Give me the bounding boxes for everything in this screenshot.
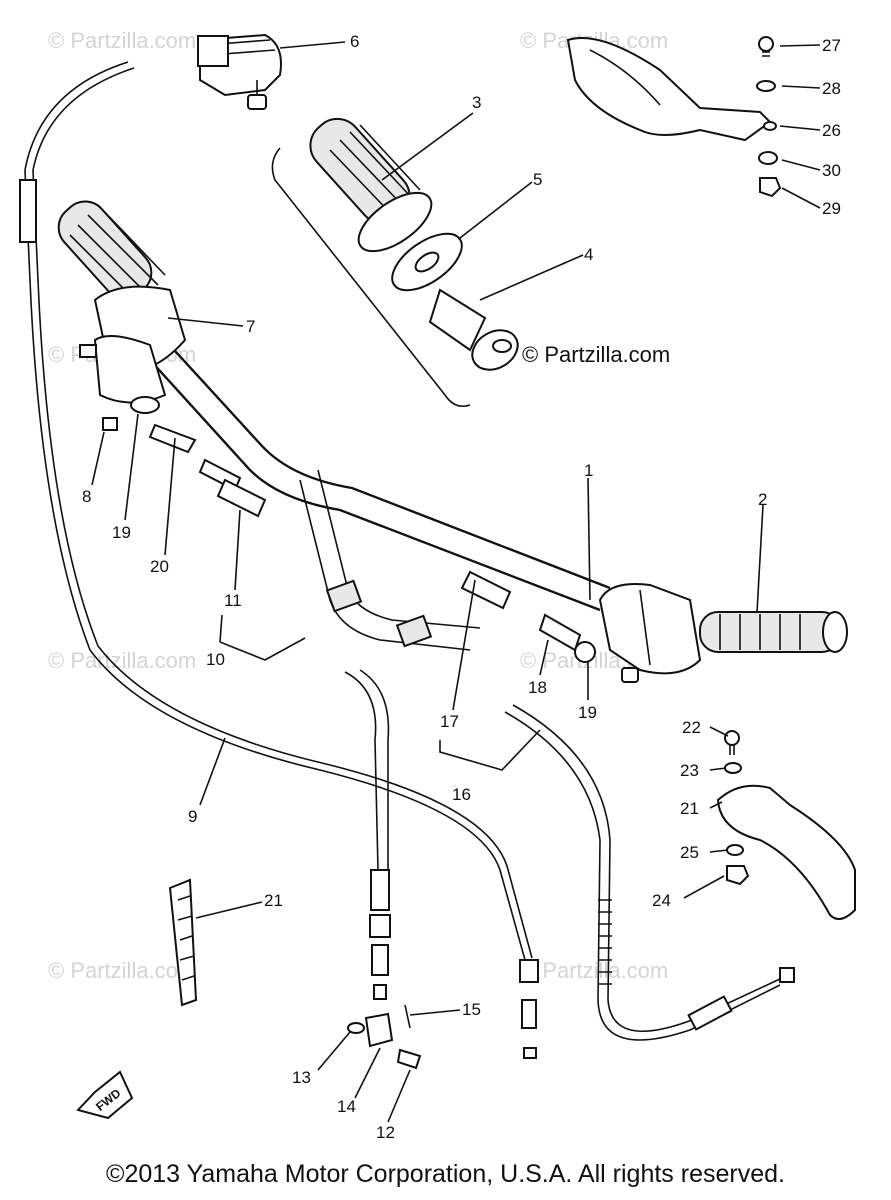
- lower-lever-assembly: [716, 730, 856, 920]
- watermark: © Partzilla.com: [48, 648, 196, 673]
- callout-2: 2: [758, 490, 767, 509]
- copyright-notice: ©2013 Yamaha Motor Corporation, U.S.A. A…: [106, 1160, 785, 1188]
- callout-12: 12: [376, 1123, 395, 1142]
- callout-9: 9: [188, 807, 197, 826]
- watermark: © Partzilla.com: [48, 958, 196, 983]
- callout-23: 22: [682, 718, 701, 737]
- callout-25: 24: [652, 891, 671, 910]
- watermark: © Partzilla.com: [520, 958, 668, 983]
- callout-19-right: 19: [578, 703, 597, 722]
- callout-17: 17: [440, 712, 459, 731]
- callout-7: 7: [246, 317, 255, 336]
- callout-21: 21: [264, 891, 283, 910]
- callout-6: 6: [350, 32, 359, 51]
- callout-29: 28: [822, 79, 841, 98]
- callout-11: 11: [224, 591, 242, 610]
- callout-15: 15: [462, 1000, 481, 1019]
- callout-labels: 6 3 5 4 7 27 28 26 30 29 1 2 8 19 20 11 …: [82, 32, 841, 1142]
- callout-1: 1: [584, 461, 593, 480]
- inset-grip-assembly: [271, 117, 519, 408]
- callout-27: 26: [822, 121, 841, 140]
- left-grip-assembly: [57, 200, 267, 518]
- callout-8: 8: [82, 487, 91, 506]
- callout-14: 14: [337, 1097, 356, 1116]
- watermarks: © Partzilla.com © Partzilla.com © Partzi…: [48, 28, 670, 983]
- callout-5: 5: [533, 170, 542, 189]
- callout-31: 30: [822, 161, 841, 180]
- cable-strap: [168, 878, 198, 1007]
- leader-lines: [91, 41, 821, 1123]
- callout-13: 13: [292, 1068, 311, 1087]
- callout-4: 4: [584, 245, 593, 264]
- throttle-cable: [19, 35, 539, 1059]
- right-grip-assembly: [460, 570, 848, 683]
- watermark: © Partzilla.com: [48, 28, 196, 53]
- callout-30: 29: [822, 199, 841, 218]
- callout-19-left: 19: [112, 523, 131, 542]
- clutch-cable: [344, 669, 391, 1000]
- callout-10: 10: [206, 650, 225, 669]
- forward-arrow: FWD: [76, 1070, 134, 1120]
- upper-lever-assembly: [566, 36, 782, 198]
- callout-16: 16: [452, 785, 471, 804]
- callout-26: 25: [680, 843, 699, 862]
- handlebar: [149, 339, 611, 651]
- callout-28: 27: [822, 36, 841, 55]
- callout-18: 18: [528, 678, 547, 697]
- watermark-featured: © Partzilla.com: [522, 342, 670, 367]
- callout-22: 21: [680, 799, 699, 818]
- brake-cable: [504, 704, 795, 1041]
- callout-24: 23: [680, 761, 699, 780]
- callout-3: 3: [472, 93, 481, 112]
- callout-20: 20: [150, 557, 169, 576]
- cable-clamp: [347, 1004, 422, 1070]
